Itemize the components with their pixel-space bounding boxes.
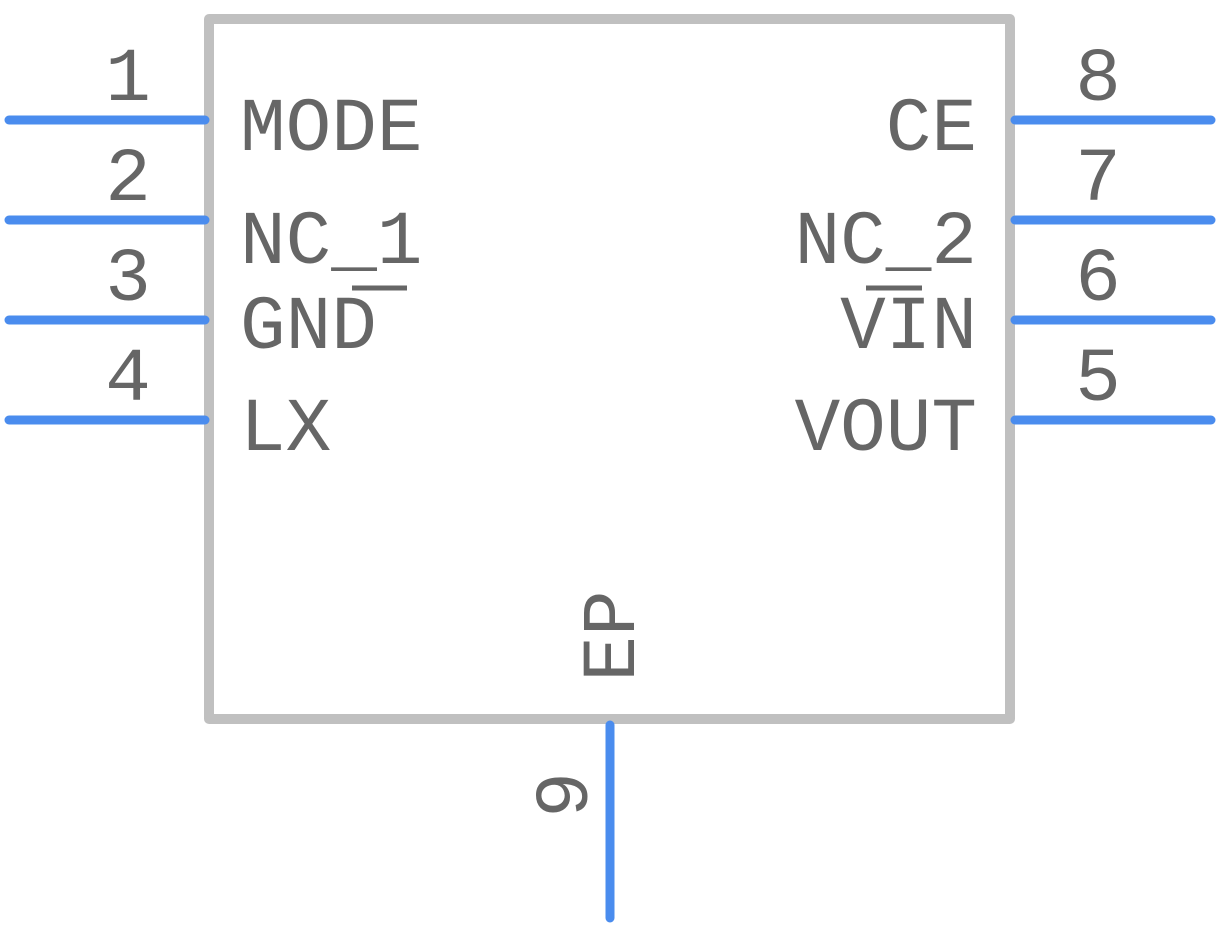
pin-3-name: GND <box>240 285 377 371</box>
pin-4-name: LX <box>240 387 331 473</box>
component-body <box>204 14 1015 724</box>
pin-7-number: 7 <box>1075 137 1121 223</box>
pin-2-name: NC_1 <box>240 200 422 286</box>
pin-1-name: MODE <box>240 87 422 173</box>
pin-6-number: 6 <box>1075 237 1121 323</box>
pin-9-number: 9 <box>524 772 610 818</box>
pin-4-number: 4 <box>105 337 151 423</box>
pin-5-name: VOUT <box>795 387 977 473</box>
pin-2-number: 2 <box>105 137 151 223</box>
pin-3-number: 3 <box>105 237 151 323</box>
pin-8-number: 8 <box>1075 37 1121 123</box>
pin-5-number: 5 <box>1075 337 1121 423</box>
pin-7-name: NC_2 <box>795 200 977 286</box>
pin-6-name: VIN <box>840 285 977 371</box>
pin-8-name: CE <box>886 87 977 173</box>
pin-9-name: EP <box>571 590 657 681</box>
pin-1-number: 1 <box>105 37 151 123</box>
